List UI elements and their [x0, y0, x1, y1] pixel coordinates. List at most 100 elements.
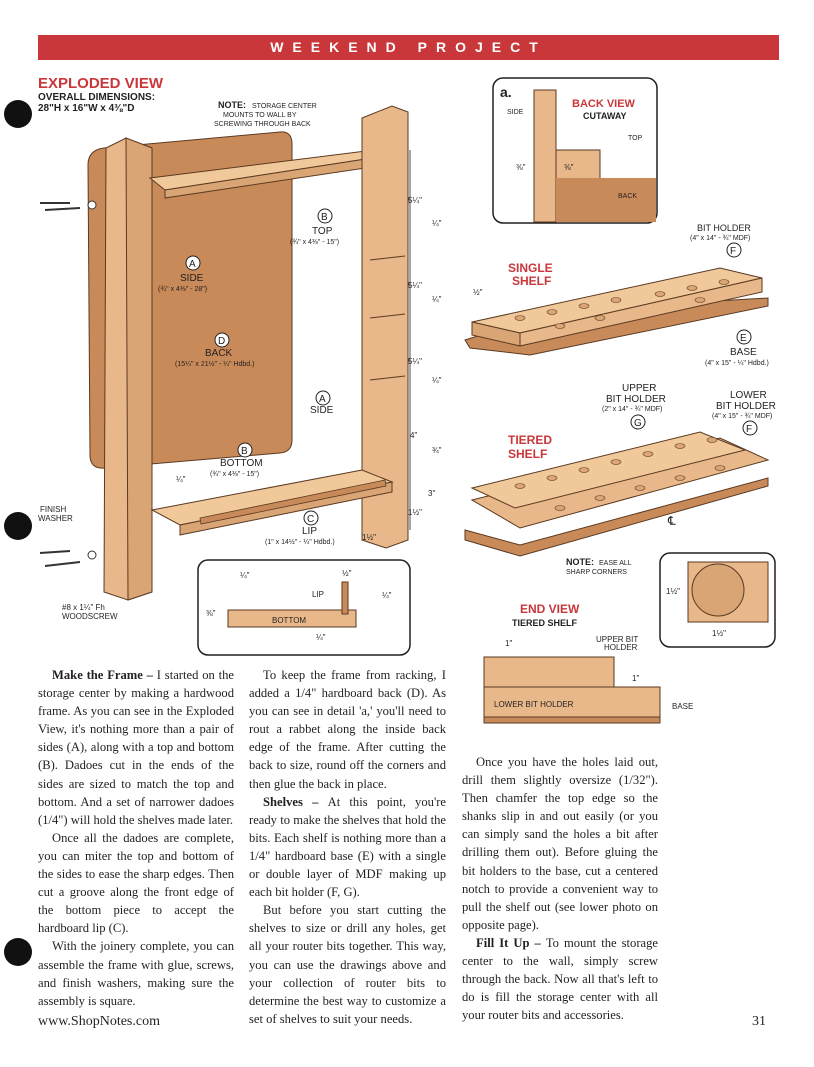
top-name: TOP [312, 226, 333, 237]
heading-shelves: Shelves – [263, 794, 328, 809]
bd-lip-label: LIP [312, 590, 324, 599]
top-letter: B [321, 212, 328, 223]
lip-name: LIP [302, 526, 317, 537]
col1-p3: With the joinery complete, you can assem… [38, 939, 234, 1008]
binder-hole-middle [4, 512, 32, 540]
tiered-bit-holes [514, 437, 726, 511]
dim-6: ¼" [432, 376, 442, 385]
tiered-lower-spec: (4" x 15" - ¾" MDF) [712, 413, 772, 420]
lip-piece [199, 479, 387, 525]
tiered-upper-spec: (2" x 14" - ¾" MDF) [602, 406, 662, 413]
dado-line [369, 255, 406, 261]
col3-p2: To mount the storage center to the wall,… [462, 935, 658, 1023]
heading-fill-it-up: Fill It Up – [476, 935, 546, 950]
single-dim: ½" [473, 288, 483, 297]
side-letter: A [189, 259, 196, 270]
detail-a-subtitle: CUTAWAY [583, 111, 627, 121]
tiered-upper-2: BIT HOLDER [606, 394, 666, 405]
callout-circle [742, 420, 758, 436]
single-bit-letter: F [730, 246, 736, 257]
tiered-note-2: SHARP CORNERS [566, 569, 627, 576]
tiered-upper-1: UPPER [622, 383, 656, 394]
dado-line [369, 313, 406, 319]
tiered-lower-1: LOWER [730, 390, 767, 401]
dim-7: 4" [410, 431, 417, 440]
tiered-upper-letter: G [634, 418, 642, 429]
single-base-name: BASE [730, 347, 757, 358]
end-view-title: END VIEW [520, 602, 580, 616]
binder-hole-top [4, 100, 32, 128]
section-banner: WEEKEND PROJECT [38, 35, 779, 60]
bd-bottom-label: BOTTOM [272, 616, 306, 625]
side2-name: SIDE [310, 405, 334, 416]
bottom-letter: B [241, 446, 248, 457]
end-view-diagram: LOWER BIT HOLDER 1" BASE [483, 656, 693, 724]
lip-letter: C [307, 514, 314, 525]
col3-p1: Once you have the holes laid out, drill … [462, 755, 658, 932]
finish-washer-label-2: WASHER [38, 514, 73, 523]
col1-p2: Once all the dadoes are complete, you ca… [38, 830, 234, 936]
note-head: NOTE: [218, 100, 246, 110]
callout-circle [185, 255, 201, 271]
end-view-d2: 1" [632, 674, 639, 683]
callout-circle [303, 510, 319, 526]
heading-make-frame: Make the Frame – [52, 668, 157, 682]
dim-9: 3" [428, 489, 435, 498]
overall-dimensions-value: 28"H x 16"W x 4⅜"D [38, 103, 135, 114]
dim-3: 5¼" [408, 281, 422, 290]
tiered-lower-2: BIT HOLDER [716, 401, 776, 412]
single-bit-holder-spec: (4" x 14" - ¾" MDF) [690, 235, 750, 242]
back-name: BACK [205, 348, 233, 359]
article-column-1: Make the Frame – I started on the storag… [38, 666, 234, 1010]
screw-top [40, 200, 97, 211]
dim-4: ¼" [432, 295, 442, 304]
end-view-d1: 1" [505, 639, 512, 648]
bd-dim-2: ½" [342, 569, 352, 578]
bottom-name: BOTTOM [220, 458, 263, 469]
bottom-detail-board [227, 609, 357, 628]
detail-a-back-label: BACK [618, 193, 637, 200]
exploded-view-title: EXPLODED VIEW [38, 75, 164, 92]
left-side-face [125, 137, 153, 601]
single-bit-holes [514, 279, 730, 329]
col2-p2: At this point, you're ready to make the … [249, 794, 447, 900]
bd-dim-4: ¼" [382, 591, 392, 600]
note-line-2: MOUNTS TO WALL BY [223, 112, 297, 119]
dim-10: 1½" [408, 508, 422, 517]
tiered-centerline: ℄ [667, 514, 676, 528]
diagram-area: EXPLODED VIEW OVERALL DIMENSIONS: 28"H x… [38, 75, 776, 656]
tiered-note-head: NOTE: [566, 557, 594, 567]
tiered-shelf-title-2: SHELF [508, 447, 547, 461]
dim-1: 5¼" [408, 196, 422, 205]
dim-8: ¾" [432, 446, 442, 455]
bottom-spec: (¾" x 4⅜" - 15") [210, 471, 259, 478]
note-line-3: SCREWING THROUGH BACK [214, 121, 311, 128]
detail-a-dim-1: ⅜" [516, 163, 526, 172]
single-shelf-title-2: SHELF [512, 274, 551, 288]
screw-label-1: #8 x 1¼" Fh [62, 603, 105, 612]
tiered-base [464, 477, 769, 557]
article-column-2: To keep the frame from racking, I added … [249, 666, 446, 1028]
footer-url[interactable]: www.ShopNotes.com [38, 1014, 160, 1029]
single-base-spec: (4" x 15" - ¼" Hdbd.) [705, 360, 769, 367]
col1-p1: I started on the storage center by makin… [38, 668, 234, 827]
side-spec: (¾" x 4⅜" - 28") [158, 286, 207, 293]
detail-a-dim-2: ⅜" [564, 163, 574, 172]
single-holder-side [519, 277, 763, 347]
overall-dimensions-label: OVERALL DIMENSIONS: [38, 92, 155, 103]
callout-circle [317, 208, 333, 224]
end-view-upper-1: UPPER BIT [596, 635, 638, 644]
back-spec: (15¼" x 21½" - ¼" Hdbd.) [175, 360, 254, 368]
screw-label-2: WOODSCREW [62, 612, 118, 621]
right-side-piece [361, 105, 409, 549]
bd-dim-5: ¼" [316, 633, 326, 642]
detail-a-side [533, 89, 557, 223]
binder-hole-bottom [4, 938, 32, 966]
bd-dim-1: ¼" [240, 571, 250, 580]
tiered-lower-letter: F [746, 424, 752, 435]
end-view-subtitle: TIERED SHELF [512, 618, 578, 628]
corner-dim-2: 1½" [712, 629, 726, 638]
dim-lip-small: 1½" [362, 533, 376, 542]
callout-circle [214, 332, 230, 348]
single-base-letter: E [740, 333, 747, 344]
